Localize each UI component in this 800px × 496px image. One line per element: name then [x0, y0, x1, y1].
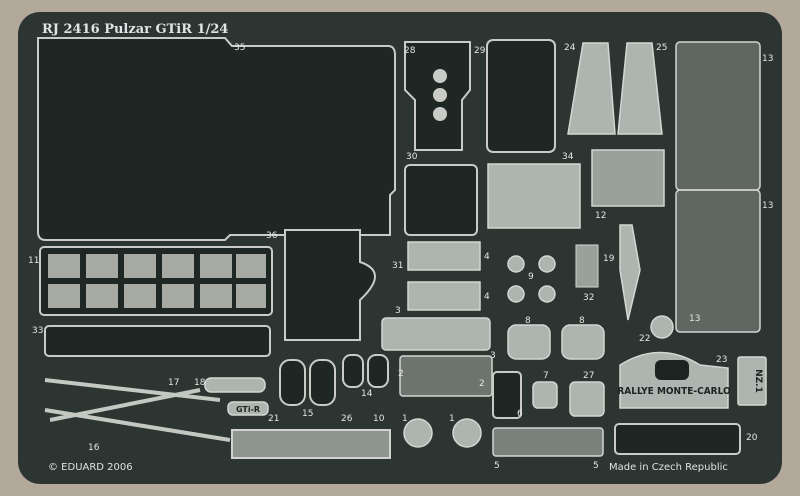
part-number: 8: [525, 316, 531, 326]
part-number: 7: [543, 371, 549, 381]
part-number: 2: [479, 379, 485, 389]
part-number: 24: [564, 43, 576, 53]
part-number: 4: [484, 292, 490, 302]
badge-text: GTi-R: [236, 405, 260, 414]
part-number: 25: [656, 43, 667, 53]
fret-title: RJ 2416 Pulzar GTiR 1/24: [42, 22, 228, 37]
part-number: 1: [402, 414, 408, 424]
parts: RALLYE MONTE-CARLO NZ.1 GTi-R: [37, 37, 767, 459]
part-number: 9: [528, 272, 534, 282]
part-number: 13: [762, 201, 773, 211]
part-number: 17: [168, 378, 179, 388]
part-number: 32: [583, 293, 594, 303]
part-number: 13: [762, 54, 773, 64]
part-number: 8: [579, 316, 585, 326]
part-number: 6: [517, 409, 523, 419]
part-number: 16: [88, 443, 100, 453]
part-number: 27: [583, 371, 594, 381]
part-number: 3: [395, 306, 401, 316]
part-number: 22: [639, 334, 650, 344]
part-number: 14: [361, 389, 373, 399]
copyright-text: © EDUARD 2006: [48, 462, 133, 473]
part-number: 33: [32, 326, 43, 336]
part-number: 5: [593, 461, 599, 471]
part-number: 13: [689, 314, 700, 324]
part-number: 11: [28, 256, 39, 266]
part-number: 28: [404, 46, 416, 56]
part-number: 10: [373, 414, 385, 424]
part-number: 29: [474, 46, 486, 56]
part-number: 35: [234, 43, 245, 53]
part-number: 2: [398, 369, 404, 379]
part-number: 19: [603, 254, 615, 264]
part-number: 26: [341, 414, 353, 424]
origin-text: Made in Czech Republic: [609, 462, 728, 473]
part-number: 21: [268, 414, 279, 424]
part-number: 36: [266, 231, 278, 241]
part-number: 4: [484, 252, 490, 262]
part-number: 12: [595, 211, 606, 221]
part-number: 1: [449, 414, 455, 424]
plaque-text: RALLYE MONTE-CARLO: [617, 386, 731, 397]
part-number: 18: [194, 378, 206, 388]
plate-text: NZ.1: [753, 369, 763, 393]
part-number: 30: [406, 152, 418, 162]
part-number: 31: [392, 261, 403, 271]
part-number: 15: [302, 409, 313, 419]
part-number: 34: [562, 152, 574, 162]
part-number: 23: [716, 355, 727, 365]
part-number: 3: [490, 351, 496, 361]
part-number-labels: 35 28 29 24 25 13 13 30 34 12 36 31 11 4…: [28, 43, 773, 471]
part-number: 5: [494, 461, 500, 471]
part-number: 20: [746, 433, 758, 443]
